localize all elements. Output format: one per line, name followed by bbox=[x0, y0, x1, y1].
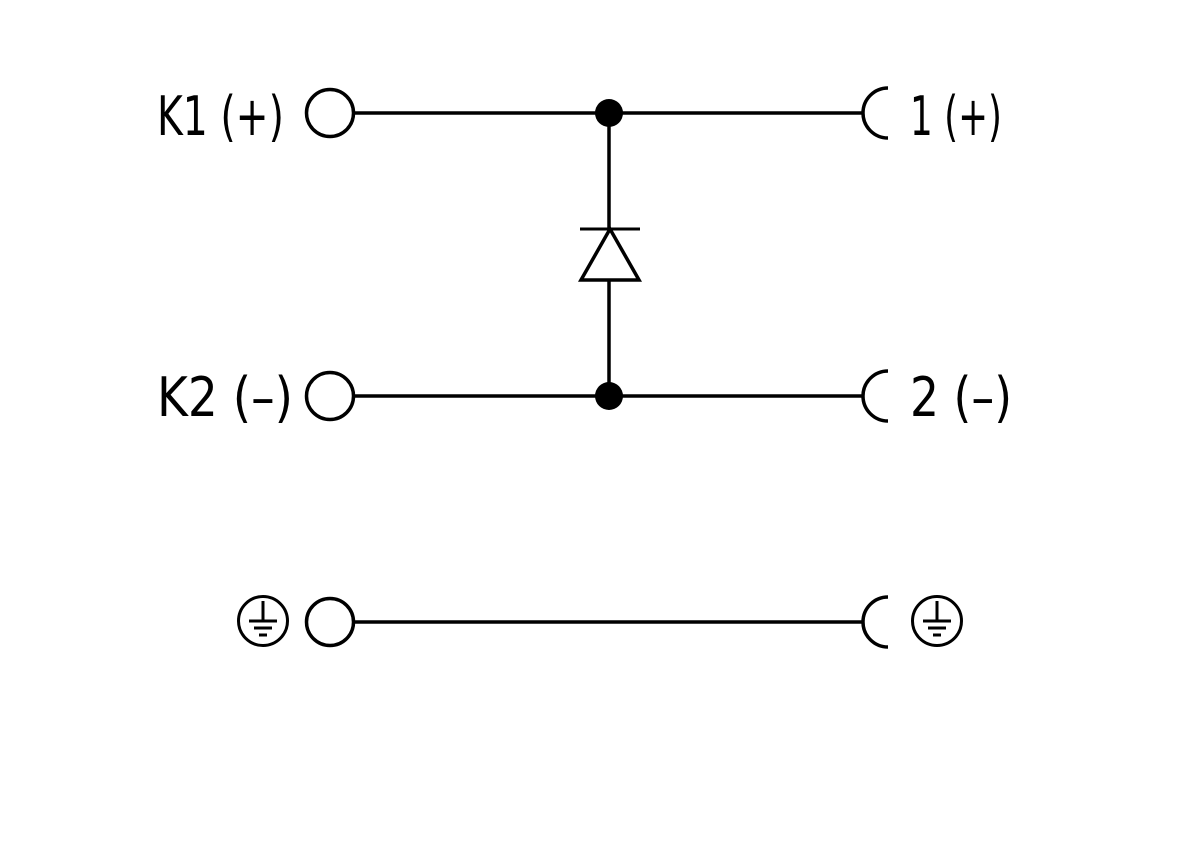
terminal-2-socket bbox=[861, 369, 889, 423]
terminal-label-k2: K2 (–) bbox=[157, 366, 293, 429]
junction-dot-top bbox=[595, 99, 623, 127]
terminal-ground-right-socket bbox=[861, 595, 889, 649]
terminal-1-socket bbox=[861, 86, 889, 140]
terminal-ground-left-circle bbox=[304, 596, 356, 648]
terminal-label-k1: K1 (+) bbox=[157, 85, 284, 148]
junction-dot-bottom bbox=[595, 382, 623, 410]
earth-ground-icon bbox=[911, 595, 963, 647]
terminal-k1-circle bbox=[304, 87, 356, 139]
diode-icon bbox=[577, 225, 643, 282]
terminal-label-1: 1 (+) bbox=[910, 85, 1002, 148]
terminal-label-2: 2 (–) bbox=[910, 366, 1012, 429]
terminal-k2-circle bbox=[304, 370, 356, 422]
earth-ground-icon bbox=[237, 595, 289, 647]
